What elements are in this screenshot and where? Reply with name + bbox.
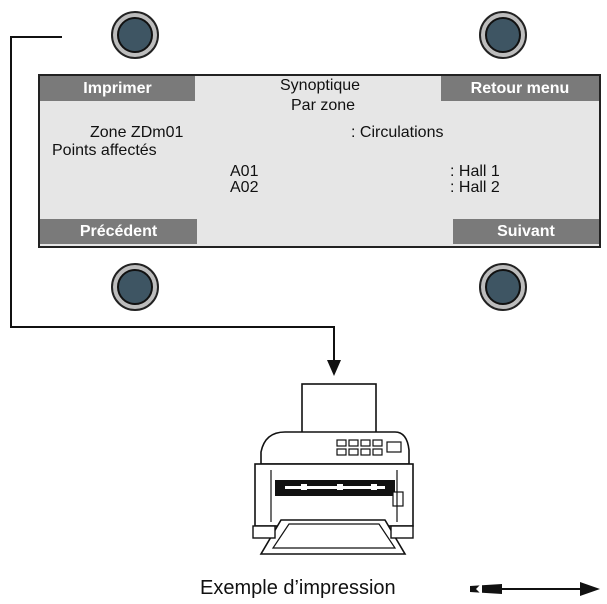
softkey-imprimer[interactable]: Imprimer — [40, 76, 195, 101]
lcd-panel: Imprimer Retour menu Précédent Suivant S… — [38, 74, 601, 248]
hw-button-bottom-right[interactable] — [478, 262, 528, 312]
panel-title: Synoptique — [280, 77, 361, 94]
point-name: : Hall 1 — [450, 163, 500, 180]
point-code: A02 — [230, 179, 259, 196]
arrowhead-down-icon — [327, 360, 341, 376]
caption-text: Exemple d’impression — [200, 577, 396, 599]
hw-button-bottom-left[interactable] — [110, 262, 160, 312]
softkey-retour-menu[interactable]: Retour menu — [441, 76, 599, 101]
point-code: A01 — [230, 163, 259, 180]
zone-value: : Circulations — [351, 124, 444, 141]
softkey-suivant[interactable]: Suivant — [453, 219, 599, 244]
hw-button-top-left[interactable] — [110, 10, 160, 60]
printer-icon — [252, 383, 414, 555]
zone-label: Zone ZDm01 — [90, 124, 184, 141]
points-label: Points affectés — [52, 142, 157, 159]
arrow-right-icon — [470, 582, 600, 596]
panel-subtitle: Par zone — [291, 97, 356, 114]
point-name: : Hall 2 — [450, 179, 500, 196]
hw-button-top-right[interactable] — [478, 10, 528, 60]
softkey-precedent[interactable]: Précédent — [40, 219, 197, 244]
